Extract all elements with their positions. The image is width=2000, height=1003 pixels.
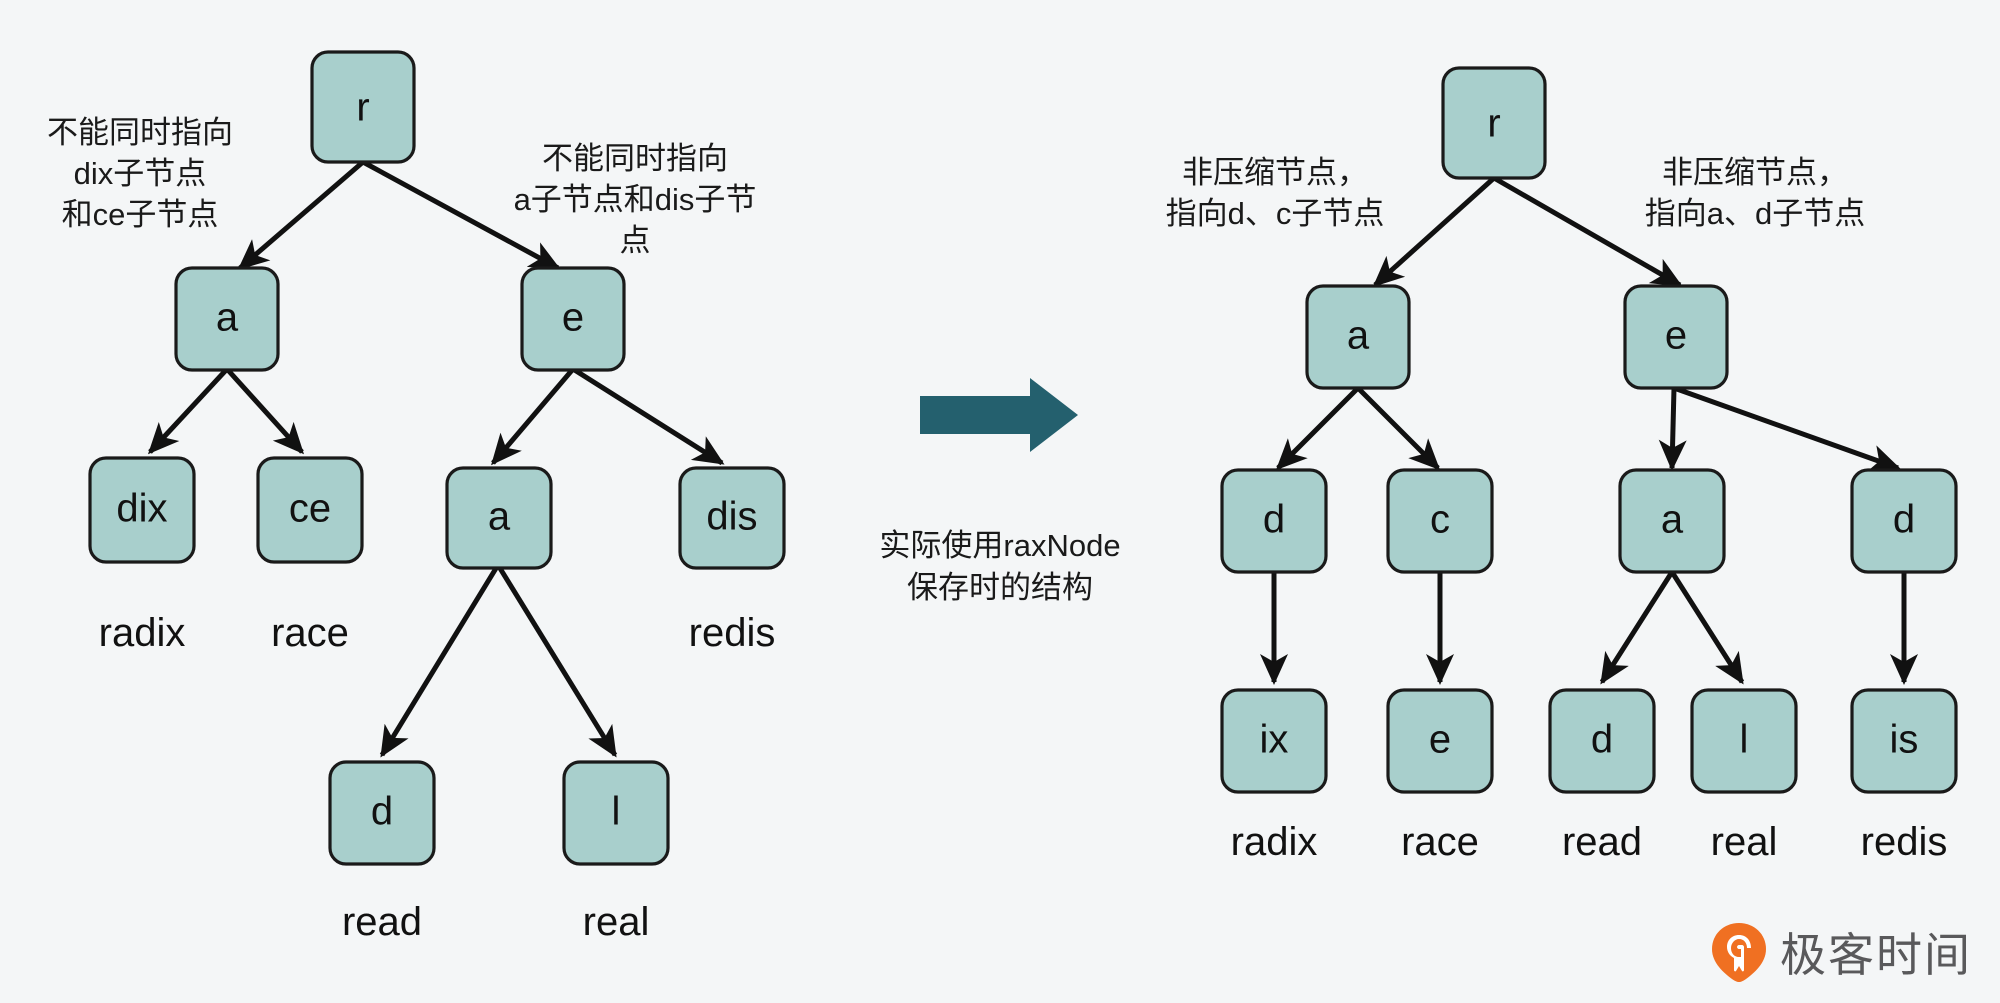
word-label-race: race bbox=[1401, 820, 1479, 864]
node-label: e bbox=[562, 296, 584, 340]
edge-r-to-a bbox=[1372, 176, 1496, 288]
edge-a2-to-l bbox=[1669, 570, 1745, 685]
edge-a-to-dix bbox=[147, 367, 229, 455]
word-label-read: read bbox=[342, 900, 422, 944]
node-L-dis[interactable]: dis bbox=[678, 466, 786, 570]
annotation-right-tree-right-note: 非压缩节点， 指向a、d子节点 bbox=[1644, 155, 1866, 232]
node-R-e[interactable]: e bbox=[1623, 284, 1729, 390]
annotation-left-tree-left-note: 不能同时指向 dix子节点 和ce子节点 bbox=[47, 115, 233, 233]
word-label-real: real bbox=[1711, 820, 1778, 864]
edge-a-to-ce bbox=[225, 367, 305, 455]
brand-logo-text: 极客时间 bbox=[1780, 929, 1972, 981]
node-R-ix[interactable]: ix bbox=[1220, 688, 1328, 794]
edge-a2-to-d3 bbox=[1599, 570, 1675, 685]
node-label: d bbox=[371, 790, 393, 834]
node-label: a bbox=[488, 495, 511, 539]
node-R-d3[interactable]: d bbox=[1548, 688, 1656, 794]
node-label: d bbox=[1591, 718, 1613, 762]
word-label-redis: redis bbox=[1861, 820, 1948, 864]
transition-arrow-icon bbox=[920, 378, 1078, 452]
node-L-e[interactable]: e bbox=[520, 266, 626, 372]
word-label-race: race bbox=[271, 611, 349, 655]
node-label: l bbox=[1740, 718, 1749, 762]
node-L-dix[interactable]: dix bbox=[88, 456, 196, 564]
edge-e-to-a2 bbox=[491, 367, 575, 466]
word-label-real: real bbox=[583, 900, 650, 944]
node-label: a bbox=[1347, 314, 1370, 358]
node-R-is[interactable]: is bbox=[1850, 688, 1958, 794]
node-label: ce bbox=[289, 487, 331, 531]
node-L-a[interactable]: a bbox=[174, 266, 280, 372]
edge-a2-to-d bbox=[379, 563, 501, 758]
node-label: d bbox=[1893, 498, 1915, 542]
node-L-l[interactable]: l bbox=[562, 760, 670, 866]
edge-a2-to-l bbox=[495, 563, 618, 758]
node-R-a2[interactable]: a bbox=[1618, 468, 1726, 574]
node-R-l[interactable]: l bbox=[1690, 688, 1798, 794]
node-R-d2[interactable]: d bbox=[1850, 468, 1958, 574]
node-R-e2[interactable]: e bbox=[1386, 688, 1494, 794]
edge-e-to-d2 bbox=[1673, 385, 1901, 472]
node-R-a[interactable]: a bbox=[1305, 284, 1411, 390]
annotation-left-tree-right-note: 不能同时指向 a子节点和dis子节点 bbox=[513, 141, 757, 259]
word-label-redis: redis bbox=[689, 611, 776, 655]
transition-caption: 实际使用raxNode 保存时的结构 bbox=[879, 528, 1121, 605]
edge-r-to-e bbox=[1492, 175, 1683, 288]
edge-e-to-dis bbox=[571, 366, 725, 466]
node-R-r[interactable]: r bbox=[1441, 66, 1547, 180]
brand-logo: 极客时间 bbox=[1710, 919, 1972, 985]
node-label: e bbox=[1665, 314, 1687, 358]
node-R-d1[interactable]: d bbox=[1220, 468, 1328, 574]
word-label-radix: radix bbox=[99, 611, 186, 655]
node-R-c[interactable]: c bbox=[1386, 468, 1494, 574]
edge-r-to-a bbox=[237, 160, 365, 270]
node-L-a2[interactable]: a bbox=[445, 466, 553, 570]
edge-a-to-c bbox=[1356, 386, 1441, 471]
node-L-ce[interactable]: ce bbox=[256, 456, 364, 564]
node-L-r[interactable]: r bbox=[310, 50, 416, 164]
node-label: r bbox=[1487, 102, 1500, 146]
node-label: c bbox=[1430, 498, 1450, 542]
word-label-radix: radix bbox=[1231, 820, 1318, 864]
node-label: is bbox=[1890, 718, 1919, 762]
node-label: ix bbox=[1260, 718, 1289, 762]
word-label-read: read bbox=[1562, 820, 1642, 864]
node-label: r bbox=[356, 86, 369, 130]
edge-r-to-e bbox=[361, 159, 561, 271]
node-label: a bbox=[216, 296, 239, 340]
node-label: dix bbox=[116, 487, 167, 531]
edge-e-to-a2 bbox=[1658, 387, 1687, 471]
node-label: l bbox=[612, 790, 621, 834]
node-label: dis bbox=[706, 495, 757, 539]
edge-a-to-d bbox=[1275, 386, 1360, 471]
geektime-pin-icon bbox=[1712, 923, 1766, 982]
node-label: a bbox=[1661, 498, 1684, 542]
node-L-d[interactable]: d bbox=[328, 760, 436, 866]
annotation-right-tree-left-note: 非压缩节点， 指向d、c子节点 bbox=[1165, 155, 1385, 232]
node-label: e bbox=[1429, 718, 1451, 762]
node-label: d bbox=[1263, 498, 1285, 542]
